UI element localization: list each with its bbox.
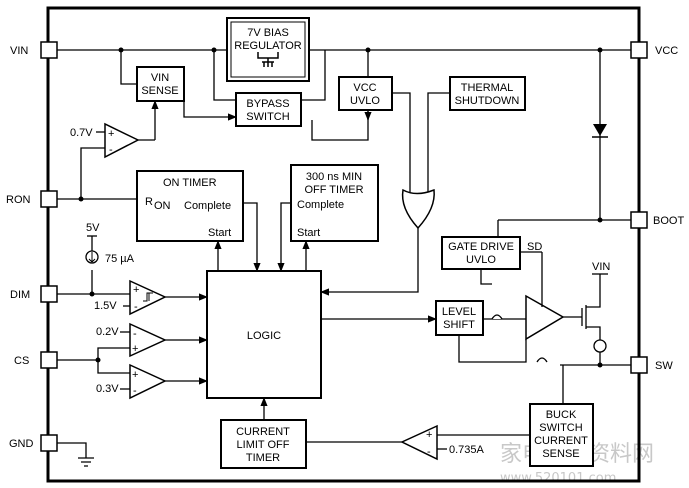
pin-boot-label: BOOT <box>653 215 684 227</box>
regulator-transistor-icon <box>257 52 279 67</box>
current-source-label: 75 µA <box>105 253 135 265</box>
current-sense-ring <box>593 339 607 353</box>
cs-upper-minus: - <box>133 328 137 340</box>
thermal-shutdown-label-1: THERMAL <box>461 82 514 94</box>
pin-sw-label: SW <box>655 360 673 372</box>
current-limit-label-2: LIMIT OFF <box>237 439 290 451</box>
vin-node-label: VIN <box>592 261 610 273</box>
level-shift-label-1: LEVEL <box>442 306 476 318</box>
current-limit-comparator: + - <box>400 424 438 461</box>
dim-comp-minus: - <box>134 301 138 313</box>
thermal-shutdown-block: THERMAL SHUTDOWN <box>449 76 526 111</box>
chip-outline <box>46 6 641 483</box>
pin-vin-label: VIN <box>10 45 28 57</box>
on-timer-ron-sub: ON <box>154 200 171 212</box>
on-timer-ron: R <box>145 196 153 208</box>
gate-drive-label-2: UVLO <box>466 254 496 266</box>
off-timer-label-1: 300 ns MIN <box>306 171 362 183</box>
pin-gnd: GND <box>9 434 58 452</box>
vin-sense-block: VIN SENSE <box>136 66 185 102</box>
hysteresis-icon <box>143 292 153 302</box>
current-limit-label-1: CURRENT <box>236 426 290 438</box>
or-gate <box>401 188 435 230</box>
pin-vcc: VCC <box>630 41 678 59</box>
ref-15v-label: 1.5V <box>94 300 117 312</box>
bypass-switch-label-1: BYPASS <box>246 98 289 110</box>
buck-sense-label-3: CURRENT <box>534 435 588 447</box>
cs-lower-plus: + <box>132 369 138 381</box>
bias-regulator-label-2: REGULATOR <box>234 40 301 52</box>
on-timer-start: Start <box>208 227 231 239</box>
pin-vin: VIN <box>10 41 58 59</box>
pin-dim-label: DIM <box>10 289 30 301</box>
pin-cs-label: CS <box>14 355 29 367</box>
thermal-shutdown-label-2: SHUTDOWN <box>455 95 520 107</box>
bias-regulator-label-1: 7V BIAS <box>247 27 289 39</box>
current-limit-timer-block: CURRENT LIMIT OFF TIMER <box>220 419 307 469</box>
boot-diode-icon <box>592 124 608 138</box>
sd-label: SD <box>527 241 542 253</box>
off-timer-label-2: OFF TIMER <box>304 184 363 196</box>
ron-comparator: + - <box>104 122 140 159</box>
pin-gnd-label: GND <box>9 438 34 450</box>
cs-lower-minus: - <box>133 385 137 397</box>
on-timer-title: ON TIMER <box>163 177 217 189</box>
level-shift-label-2: SHIFT <box>443 319 475 331</box>
cs-comparator-upper: - + <box>129 322 167 358</box>
bypass-switch-label-2: SWITCH <box>246 111 289 123</box>
pin-cs: CS <box>14 351 58 369</box>
buck-sense-label-4: SENSE <box>542 448 579 460</box>
level-shift-block: LEVEL SHIFT <box>435 300 484 336</box>
bias-regulator-block: 7V BIAS REGULATOR <box>226 17 310 82</box>
current-limit-label-3: TIMER <box>246 452 280 464</box>
dim-comp-plus: + <box>133 284 139 296</box>
gate-driver-buffer <box>525 294 565 341</box>
logic-label: LOGIC <box>247 330 281 342</box>
buck-current-sense-block: BUCK SWITCH CURRENT SENSE <box>529 403 594 467</box>
climit-minus: - <box>427 446 431 458</box>
buck-sense-label-1: BUCK <box>546 409 577 421</box>
pin-ron-label: RON <box>6 194 31 206</box>
current-source-icon <box>85 235 99 264</box>
climit-plus: + <box>426 429 432 441</box>
ron-comp-plus: + <box>108 128 114 140</box>
cs-comparator-lower: + - <box>129 363 167 400</box>
ref-5v-label: 5V <box>86 222 100 234</box>
vcc-uvlo-label-1: VCC <box>353 82 376 94</box>
watermark-line2: www.520101.com <box>500 471 616 486</box>
off-timer-block: 300 ns MIN OFF TIMER Complete Start <box>290 164 379 242</box>
gate-drive-label-1: GATE DRIVE <box>448 241 514 253</box>
ref-0735a-label: 0.735A <box>449 444 485 456</box>
buck-sense-label-2: SWITCH <box>539 422 582 434</box>
pin-sw: SW <box>630 356 673 374</box>
vin-sense-label-1: VIN <box>151 72 169 84</box>
ref-07v-label: 0.7V <box>70 127 93 139</box>
vcc-uvlo-label-2: UVLO <box>350 95 380 107</box>
vin-sense-label-2: SENSE <box>141 85 178 97</box>
ron-comp-minus: - <box>109 144 113 156</box>
cs-upper-plus: + <box>132 343 138 355</box>
pin-vcc-label: VCC <box>655 45 678 57</box>
logic-block: LOGIC <box>206 270 322 399</box>
ref-03v-label: 0.3V <box>96 383 119 395</box>
vcc-uvlo-block: VCC UVLO <box>338 76 393 111</box>
bypass-switch-block: BYPASS SWITCH <box>235 92 302 127</box>
junction-dots <box>78 47 603 368</box>
off-timer-start: Start <box>297 227 320 239</box>
wire-hop <box>491 314 503 320</box>
dim-comparator: + - <box>129 279 167 316</box>
on-timer-complete: Complete <box>184 200 231 212</box>
on-timer-block: ON TIMER R ON Complete Start <box>136 170 244 242</box>
pin-boot: BOOT <box>630 211 684 229</box>
pin-dim: DIM <box>10 285 58 303</box>
off-timer-complete: Complete <box>297 199 344 211</box>
gate-drive-uvlo-block: GATE DRIVE UVLO <box>441 236 521 270</box>
ref-02v-label: 0.2V <box>96 326 119 338</box>
pin-ron: RON <box>6 190 58 208</box>
wires <box>57 49 631 467</box>
wire-hop <box>536 357 548 363</box>
